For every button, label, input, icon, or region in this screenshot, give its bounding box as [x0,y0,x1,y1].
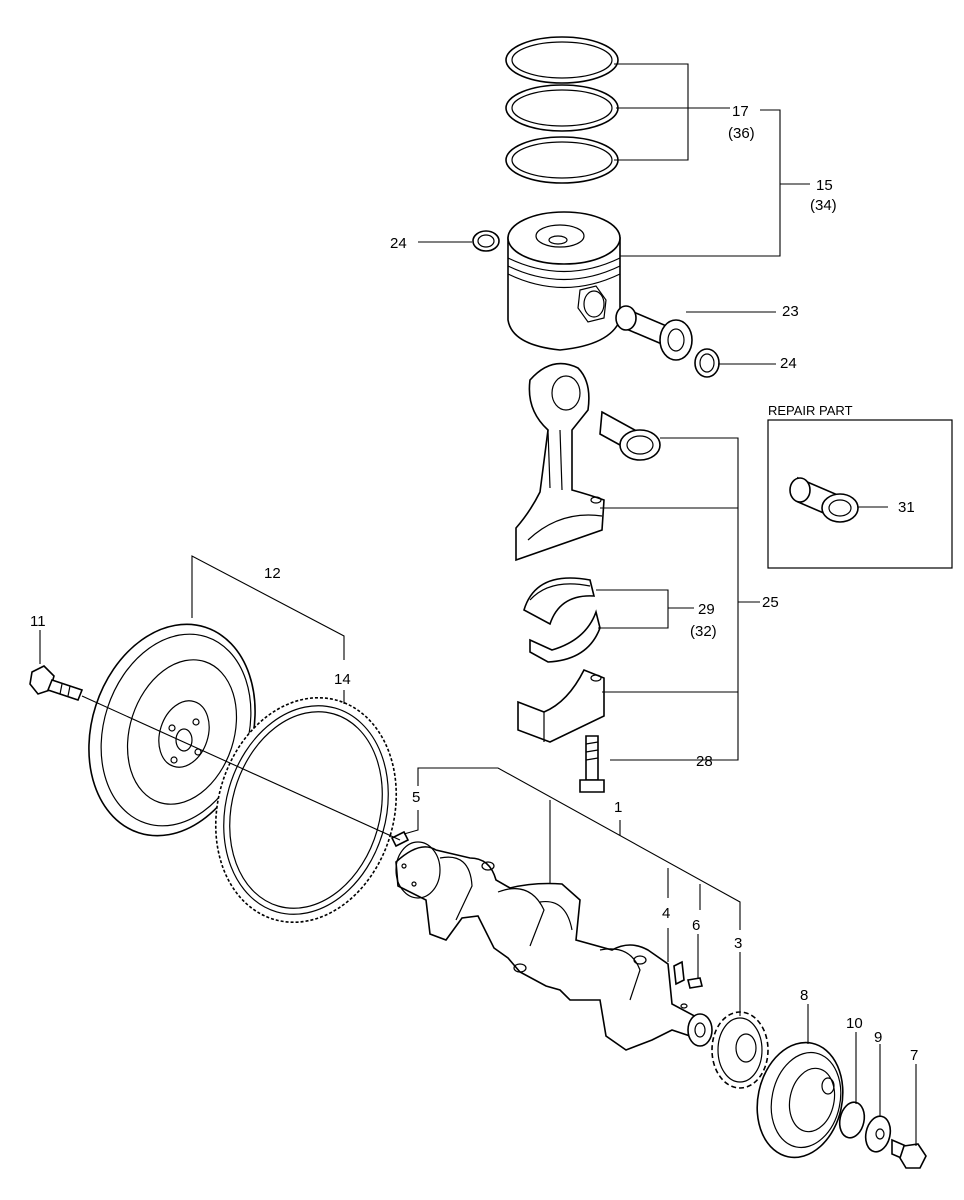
callout-17-alt: (36) [728,125,755,142]
snap-ring-right [694,348,720,378]
piston [507,211,621,351]
rod-bolt [579,735,605,793]
callout-6: 6 [692,917,700,934]
callout-15: 15 [816,177,833,194]
callout-5: 5 [412,789,420,806]
piston-rings [505,36,619,184]
callout-24-left: 24 [390,235,407,252]
callout-9: 9 [874,1029,882,1046]
key-6 [687,977,703,989]
washer [864,1115,892,1153]
repair-part-heading: REPAIR PART [768,403,853,418]
callout-12: 12 [264,565,281,582]
bearing-shell-upper [523,577,596,626]
callout-29: 29 [698,601,715,618]
pulley-bolt [891,1138,927,1169]
callout-11: 11 [30,613,46,630]
callout-17: 17 [732,103,749,120]
callout-10: 10 [846,1015,863,1032]
flywheel-bolt [29,665,84,701]
key-4 [673,960,685,986]
repair-part-box: REPAIR PART 31 [767,403,953,569]
callout-1: 1 [614,799,622,816]
callout-labels: 17 (36) 15 (34) 24 23 24 25 29 (32) 28 1… [30,103,918,1064]
callout-24-right: 24 [780,355,797,372]
small-end-bushing [599,410,661,461]
callout-28: 28 [696,753,713,770]
callout-14: 14 [334,671,351,688]
callout-15-alt: (34) [810,197,837,214]
callout-4: 4 [662,905,670,922]
callout-29-alt: (32) [690,623,717,640]
crank-gear [711,1011,769,1089]
dowel-pin [390,830,410,848]
callout-7: 7 [910,1047,918,1064]
repair-bushing [789,476,859,523]
callout-8: 8 [800,987,808,1004]
ring-gear [214,696,398,924]
crankshaft [395,841,713,1051]
piston-pin [615,305,693,361]
crank-pulley [756,1041,844,1159]
rod-cap [517,668,605,743]
callout-25: 25 [762,594,779,611]
callout-3: 3 [734,935,742,952]
callout-31: 31 [898,499,915,516]
leader-lines [39,63,917,1146]
callout-23: 23 [782,303,799,320]
connecting-rod [515,362,605,562]
snap-ring-left [472,230,500,252]
